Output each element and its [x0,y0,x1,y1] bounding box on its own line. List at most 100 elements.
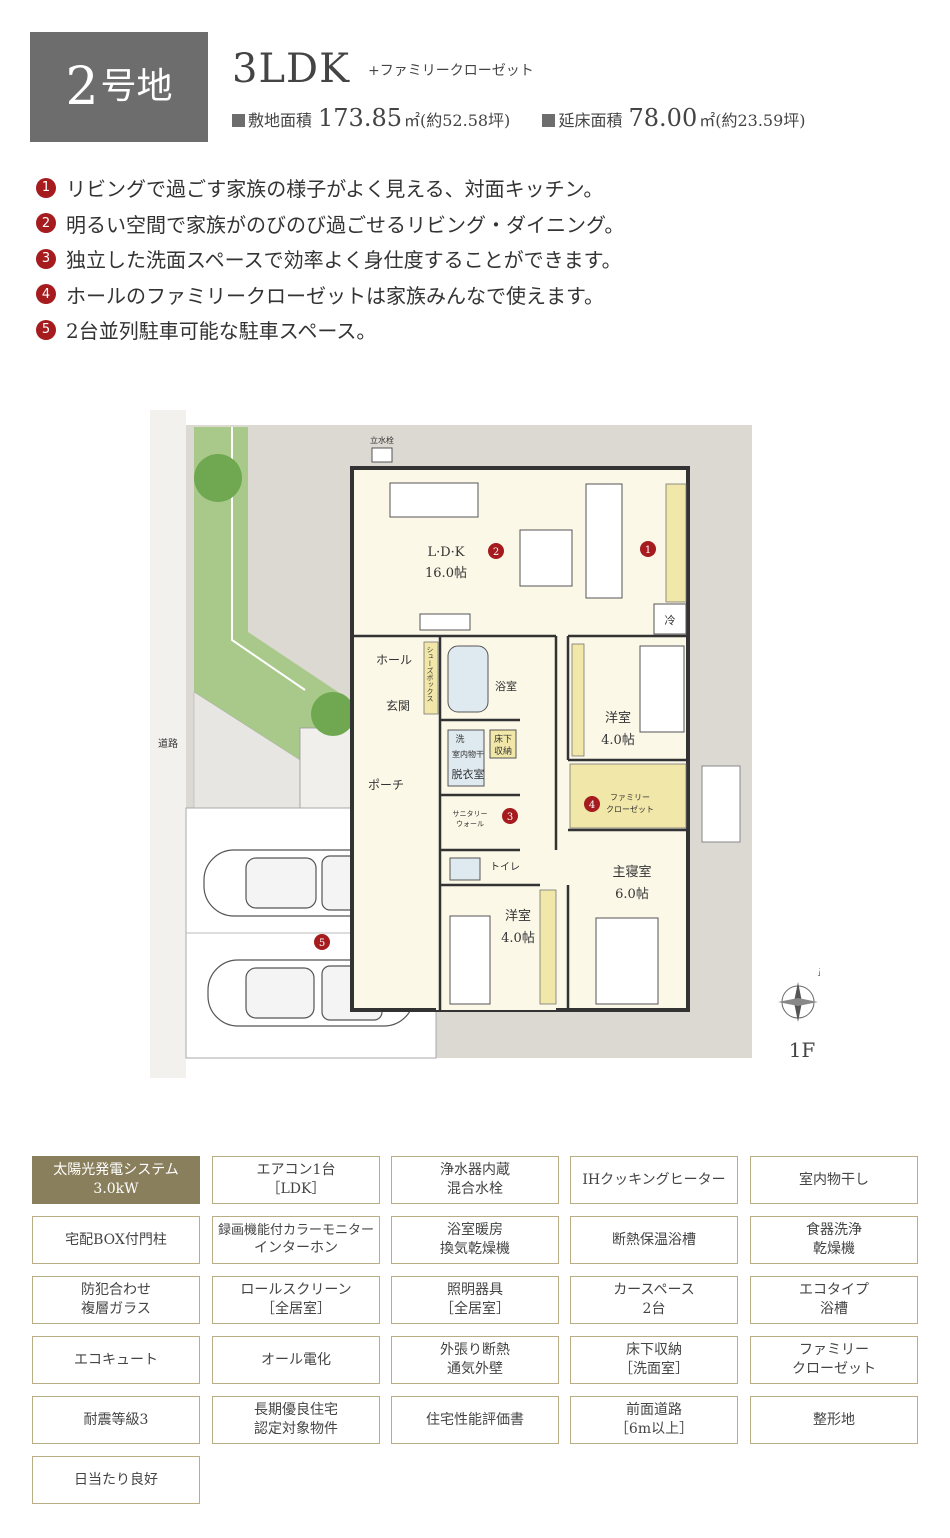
family-closet [569,763,687,829]
equipment-line-1: エコタイプ [799,1282,869,1299]
layout-type: 3LDK [232,46,350,92]
equipment-tile: 長期優良住宅認定対象物件 [212,1396,380,1444]
lot-suffix: 号地 [100,66,173,107]
equipment-tile: ファミリークローゼット [750,1336,918,1384]
equipment-line-1: IHクッキングヒーター [582,1171,726,1188]
compass-north-label: N [817,968,820,979]
tree-icon [194,454,242,502]
room-a-size: 4.0帖 [601,733,635,748]
marker-5-label: 5 [319,938,325,949]
equipment-line-1: 断熱保温浴槽 [612,1231,696,1248]
equipment-line-1: 住宅性能評価書 [426,1411,524,1428]
marker-1 [640,541,656,557]
ldk-name: L·D·K [427,545,464,560]
equipment-tile: 防犯合わせ複層ガラス [32,1276,200,1324]
bed-icon [595,917,659,1005]
equipment-line-2: ［洗面室］ [619,1361,689,1377]
room-b-name: 洋室 [505,908,531,924]
equipment-tile: 日当たり良好 [32,1456,200,1504]
equipment-tile: 外張り断熱通気外壁 [391,1336,559,1384]
square-bullet-icon [542,114,556,127]
equipment-line-2: 浴槽 [820,1301,848,1317]
bed-icon [449,915,491,1005]
equipment-line-1: 防犯合わせ [81,1282,151,1299]
master-bedroom-size: 6.0帖 [615,887,649,902]
closet-label-1: ファミリー [610,793,650,802]
dining-table-icon [519,529,573,587]
equipment-tile: 床下収納 ［洗面室］ [570,1336,738,1384]
number-marker-icon: 1 [36,177,56,198]
equipment-line-1: オール電化 [261,1351,331,1368]
equipment-tile: 照明器具［全居室］ [391,1276,559,1324]
garden-path [231,427,306,691]
equipment-line-2: 乾燥機 [813,1241,855,1257]
bed-icon [639,645,685,733]
road-strip [150,410,186,1078]
equipment-tile: 耐震等級3 [32,1396,200,1444]
equipment-tile: 浄水器内蔵混合水栓 [391,1156,559,1204]
equipment-line-1: 床下収納 [626,1342,682,1359]
equipment-line-1: ファミリー [799,1342,869,1359]
equipment-line-2: クローゼット [792,1361,876,1377]
equipment-line-2: 通気外壁 [447,1361,503,1377]
pantry-shelf [665,483,687,603]
indoor-dry-label: 室内物干 [452,749,484,759]
equipment-line-1: 録画機能付カラーモニター [217,1222,374,1238]
compass-icon [778,982,818,1022]
lot-number: 2 [65,57,99,117]
equipment-tile: IHクッキングヒーター [570,1156,738,1204]
fridge-label: 冷 [665,614,676,627]
equipment-tile: 太陽光発電システム 3.0kW [32,1156,200,1204]
equipment-line-1: ロールスクリーン [240,1282,352,1299]
number-marker-icon: 2 [36,213,56,234]
equipment-tile: ロールスクリーン ［全居室］ [212,1276,380,1324]
equipment-line-1: 長期優良住宅 [254,1402,338,1419]
equipment-tile: エコキュート [32,1336,200,1384]
master-bedroom-name: 主寝室 [612,864,651,880]
equipment-tile: エコタイプ浴槽 [750,1276,918,1324]
room-b-size: 4.0帖 [501,931,535,946]
equipment-line-1: 外張り断熱 [440,1342,510,1359]
equipment-tile: 室内物干し [750,1156,918,1204]
equipment-line-1: 前面道路 [626,1402,682,1419]
room-closet [539,889,557,1005]
road-label: 道路 [158,737,178,750]
floor-plan: 道路 立水栓 L·D·K 16.0帖 冷 ホール 玄関 ポーチ シューズボックス… [150,410,820,1078]
marker-5 [314,934,330,950]
equipment-tile: 食器洗浄乾燥機 [750,1216,918,1264]
equipment-line-2: ［全居室］ [261,1301,331,1317]
equipment-line-1: 宅配BOX付門柱 [65,1231,167,1248]
marker-2 [488,543,504,559]
number-marker-icon: 5 [36,319,56,340]
equipment-line-2: 2台 [642,1301,666,1317]
underfloor-label-1: 床下 [494,733,512,745]
kitchen-counter-icon [585,483,623,599]
equipment-line-1: 太陽光発電システム [53,1162,179,1179]
site-area-unit: ㎡(約52.58坪) [404,111,511,130]
feature-text: 2台並列駐車可能な駐車スペース。 [66,319,377,344]
dressing-label: 脱衣室 [452,767,485,781]
equipment-line-2: ［LDK］ [266,1181,326,1197]
equipment-line-2: 3.0kW [93,1181,139,1197]
equipment-tile: 録画機能付カラーモニターインターホン [212,1216,380,1264]
marker-3 [502,808,518,824]
equipment-line-1: 浴室暖房 [447,1222,503,1239]
entrance-label: 玄関 [386,698,410,713]
equipment-tile: カースペース 2台 [570,1276,738,1324]
marker-4-label: 4 [589,800,595,811]
equipment-line-1: 浄水器内蔵 [440,1162,510,1179]
floor-area-unit: ㎡(約23.59坪) [699,111,806,130]
equipment-line-1: 日当たり良好 [74,1471,158,1488]
equipment-line-1: 整形地 [813,1411,855,1428]
equipment-line-1: カースペース [613,1282,695,1299]
marker-3-label: 3 [507,812,513,823]
floor-label: 1F [789,1038,816,1062]
square-bullet-icon [232,114,245,127]
equipment-tile: オール電化 [212,1336,380,1384]
faucet-icon [371,447,393,463]
sanitary-label-2: ウォール [456,820,484,828]
tree-icon [311,692,355,736]
equipment-line-1: 食器洗浄 [806,1222,862,1239]
